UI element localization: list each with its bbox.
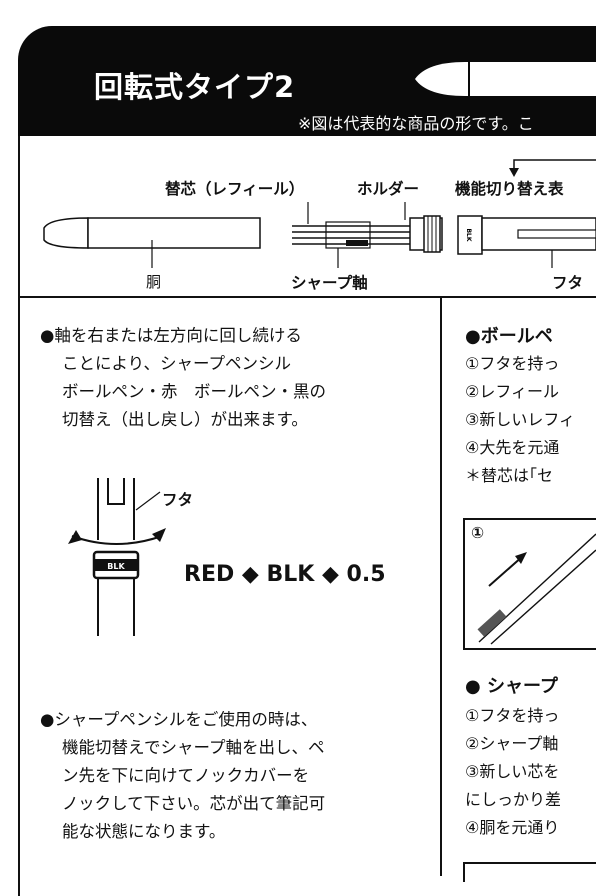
switch-label: 機能切り替え表 — [455, 180, 564, 198]
paragraph-line: 能な状態になります。 — [62, 822, 226, 841]
ballpen-steps: ①フタを持っ ②レフィール ③新しいレフィ ④大先を元通 ＊替芯は｢セ — [465, 350, 575, 490]
barrel-tip — [43, 217, 89, 249]
step-line: ②シャープ軸 — [465, 734, 559, 753]
instruction-paragraph-1: ●軸を右または左方向に回し続ける ことにより、シャープペンシル ボールペン・赤 … — [40, 322, 436, 434]
step-figure-box — [463, 518, 596, 650]
refill-label: 替芯（レフィール） — [165, 180, 305, 198]
pen-diagram: BLK — [43, 159, 596, 268]
rotation-figure: BLK — [68, 478, 166, 636]
sharp-steps: ①フタを持っ ②シャープ軸 ③新しい芯を にしっかり差 ④胴を元通り — [465, 702, 561, 842]
paragraph-line: 機能切替えでシャープ軸を出し、ペ — [62, 738, 325, 757]
paragraph-line: ことにより、シャープペンシル — [62, 354, 292, 373]
instruction-paragraph-2: ●シャープペンシルをご使用の時は、 機能切替えでシャープ軸を出し、ペ ン先を下に… — [40, 706, 436, 846]
figure-step-number: ① — [471, 524, 485, 542]
content-frame — [18, 136, 596, 896]
step-line: ①フタを持っ — [465, 706, 560, 725]
section-divider-horizontal — [18, 296, 596, 298]
step-line: ③新しい芯を — [465, 762, 560, 781]
step-line: ④大先を元通 — [465, 438, 560, 457]
barrel-body — [87, 217, 261, 249]
ballpen-heading: ●ボールペ — [465, 326, 553, 347]
direction-arrow-icon — [515, 552, 527, 564]
page-title: 回転式タイプ2 — [94, 70, 296, 104]
rotate-arrow-left-icon — [68, 530, 82, 544]
step-figure — [477, 533, 596, 645]
section-divider-vertical — [440, 296, 442, 876]
figure-cap-label: フタ — [162, 491, 194, 509]
pointer-arrow-icon — [509, 168, 519, 177]
switch-pointer-line — [513, 159, 596, 174]
step-line: ④胴を元通り — [465, 818, 560, 837]
paragraph-line: ノックして下さい。芯が出て筆記可 — [62, 794, 326, 813]
rotation-cycle-text: RED ◆ BLK ◆ 0.5 — [184, 562, 386, 587]
rotate-arrow-right-icon — [152, 528, 166, 542]
spring — [346, 240, 368, 246]
barrel-label: 胴 — [146, 273, 162, 291]
holder-label: ホルダー — [357, 180, 420, 198]
mech-label: シャープ軸 — [291, 274, 368, 292]
step-line: ＊替芯は｢セ — [465, 466, 554, 485]
next-figure-box — [463, 862, 596, 882]
sharp-heading: ● シャープ — [465, 676, 558, 697]
step-line: にしっかり差 — [465, 790, 562, 809]
step-line: ①フタを持っ — [465, 354, 560, 373]
paragraph-line: 切替え（出し戻し）が出来ます。 — [62, 410, 308, 429]
header-note: ※図は代表的な商品の形です。こ — [298, 114, 534, 133]
step-line: ②レフィール — [465, 382, 560, 401]
figure-band-text: BLK — [107, 562, 125, 571]
pen-silhouette-icon — [415, 62, 596, 96]
paragraph-line: ●シャープペンシルをご使用の時は、 — [40, 710, 318, 729]
band-text: BLK — [465, 228, 472, 241]
paragraph-line: ン先を下に向けてノックカバーを — [62, 766, 310, 785]
paragraph-line: ●軸を右または左方向に回し続ける — [40, 326, 302, 345]
cap-label: フタ — [552, 274, 584, 292]
step-line: ③新しいレフィ — [465, 410, 576, 429]
paragraph-line: ボールペン・赤 ボールペン・黒の — [62, 382, 326, 401]
